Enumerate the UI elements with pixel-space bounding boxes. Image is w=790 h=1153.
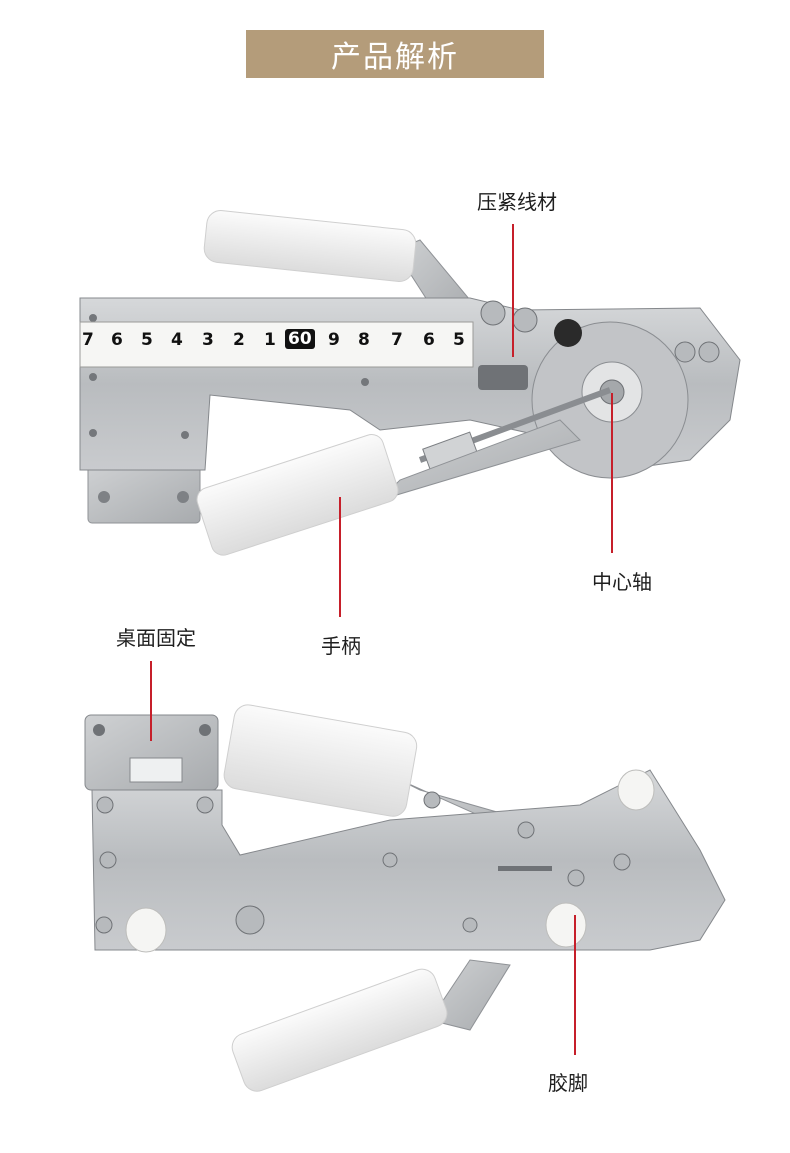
ruler-digit: 3 bbox=[202, 330, 214, 350]
top-lower-handle bbox=[196, 419, 581, 556]
ruler-digit: 5 bbox=[453, 330, 465, 350]
callout-table-mount: 桌面固定 bbox=[116, 626, 196, 650]
callout-rubber-foot: 胶脚 bbox=[548, 1071, 588, 1095]
bottom-rubber-feet bbox=[125, 769, 655, 953]
ruler-digit: 7 bbox=[391, 330, 403, 350]
top-ruler bbox=[79, 321, 474, 368]
title-banner: 产品解析 bbox=[246, 30, 544, 78]
callout-handle: 手柄 bbox=[321, 634, 361, 658]
leader-center-shaft bbox=[611, 393, 613, 553]
ruler-digit: 4 bbox=[171, 330, 183, 350]
ruler-digit: 6 bbox=[423, 330, 435, 350]
top-center-wheel bbox=[531, 321, 689, 479]
bottom-lower-handle bbox=[231, 959, 511, 1092]
ruler-center-digit: 60 bbox=[285, 329, 315, 349]
leader-table-mount bbox=[150, 661, 152, 741]
callout-clamp-wire: 压紧线材 bbox=[477, 190, 557, 214]
ruler-labels: 7 6 5 4 3 2 1 60 9 8 7 6 5 bbox=[80, 329, 473, 360]
ruler-digit: 6 bbox=[111, 330, 123, 350]
ruler-digit: 7 bbox=[82, 330, 94, 350]
page-title: 产品解析 bbox=[331, 40, 459, 75]
ruler-digit: 8 bbox=[358, 330, 370, 350]
top-clamp-assembly bbox=[478, 300, 720, 390]
leader-clamp-wire bbox=[512, 224, 514, 357]
ruler-digit: 5 bbox=[141, 330, 153, 350]
ruler-digit: 1 bbox=[264, 330, 276, 350]
leader-rubber-foot bbox=[574, 915, 576, 1055]
ruler-digit: 9 bbox=[328, 330, 340, 350]
bottom-mount-bracket bbox=[84, 714, 219, 791]
ruler-digit: 2 bbox=[233, 330, 245, 350]
callout-center-shaft: 中心轴 bbox=[592, 570, 652, 594]
top-mount-bracket bbox=[87, 464, 201, 524]
leader-handle bbox=[339, 497, 341, 617]
